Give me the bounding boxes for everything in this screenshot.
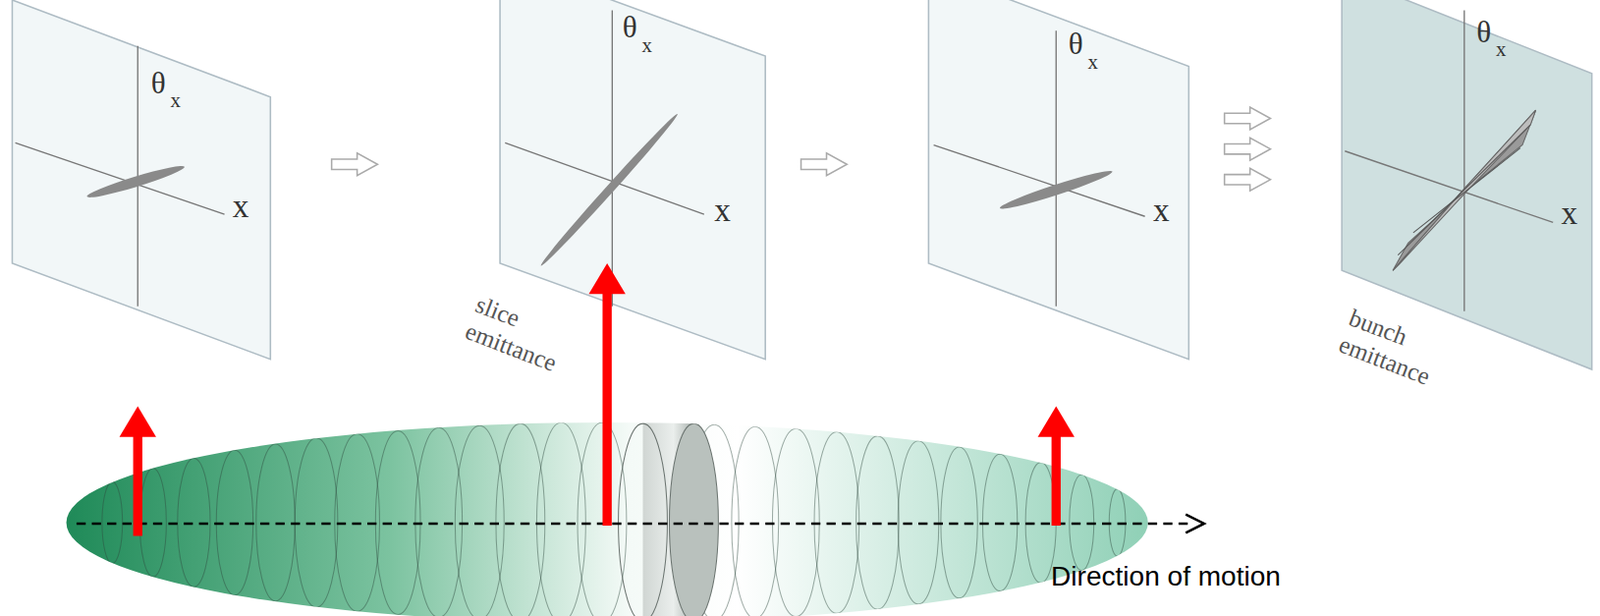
electron-bunch-part-part [814, 431, 860, 613]
axis-symbol-subscript: x [641, 34, 652, 56]
electron-bunch-part [102, 422, 1126, 616]
hollow-arrows-part [331, 153, 379, 176]
axis-symbol: θ [622, 11, 638, 43]
phase-ellipses-part [538, 110, 681, 269]
panel-caption: slice emittance [461, 290, 587, 384]
axes-part [1055, 30, 1057, 307]
phase-ellipses-part [997, 166, 1114, 214]
phase-ellipses-part [1392, 110, 1536, 271]
phase-ellipses-part [85, 162, 186, 202]
electron-bunch-part-part [669, 423, 719, 616]
electron-bunch-part-part [731, 426, 779, 616]
red-arrows-part [119, 405, 157, 437]
axes-part [15, 142, 225, 215]
phase-ellipses-part [1413, 148, 1521, 233]
axis-label: x [1153, 193, 1170, 226]
phase-ellipses-part [1392, 110, 1536, 271]
electron-bunch-part-part [536, 422, 586, 616]
axis-label: x [232, 189, 250, 222]
axes-part [1344, 151, 1553, 223]
electron-bunch-part-part [496, 423, 546, 616]
phase-space-panels-part [11, 0, 271, 360]
hollow-arrows-part [801, 153, 848, 176]
hollow-arrows-part [1224, 107, 1271, 130]
hollow-arrows-part [1224, 137, 1271, 161]
axis-symbol-subscript: x [1087, 51, 1098, 72]
hollow-arrows-part [1224, 167, 1271, 191]
axes-part [934, 145, 1146, 218]
electron-bunch-part-part [577, 422, 627, 616]
axis-symbol-subscript: x [1495, 38, 1506, 59]
axis-symbol: θ [1068, 28, 1084, 59]
phase-ellipses-part [1397, 124, 1531, 256]
phase-ellipses [85, 110, 1537, 271]
axes [15, 9, 1554, 311]
motion-axis-part [1185, 514, 1205, 534]
axes-part [1463, 9, 1465, 311]
axis-label: x [1561, 195, 1579, 228]
red-arrows [119, 263, 1075, 536]
electron-bunch-part-part [618, 423, 668, 616]
red-arrows-part [1038, 405, 1075, 437]
red-arrows-part [588, 263, 625, 294]
axis-label: x [714, 193, 731, 226]
hollow-arrows [331, 107, 1271, 191]
red-arrows-part [602, 275, 611, 527]
phase-space-panels-part [499, 0, 766, 360]
motion-axis [76, 514, 1205, 534]
direction-label: Direction of motion [1050, 562, 1281, 591]
axis-symbol: θ [1476, 16, 1491, 48]
electron-bunch-part-part [454, 425, 504, 616]
panel-caption: bunch emittance [1334, 304, 1460, 397]
axis-symbol: θ [151, 67, 166, 99]
electron-bunch-part-part [294, 438, 338, 607]
motion-axis-part [76, 522, 1195, 526]
axis-subscript: x [169, 89, 180, 111]
axes-part [611, 9, 613, 306]
electron-bunch-part [618, 422, 719, 616]
phase-space-panels-part [928, 0, 1189, 360]
axes-part [504, 142, 705, 215]
